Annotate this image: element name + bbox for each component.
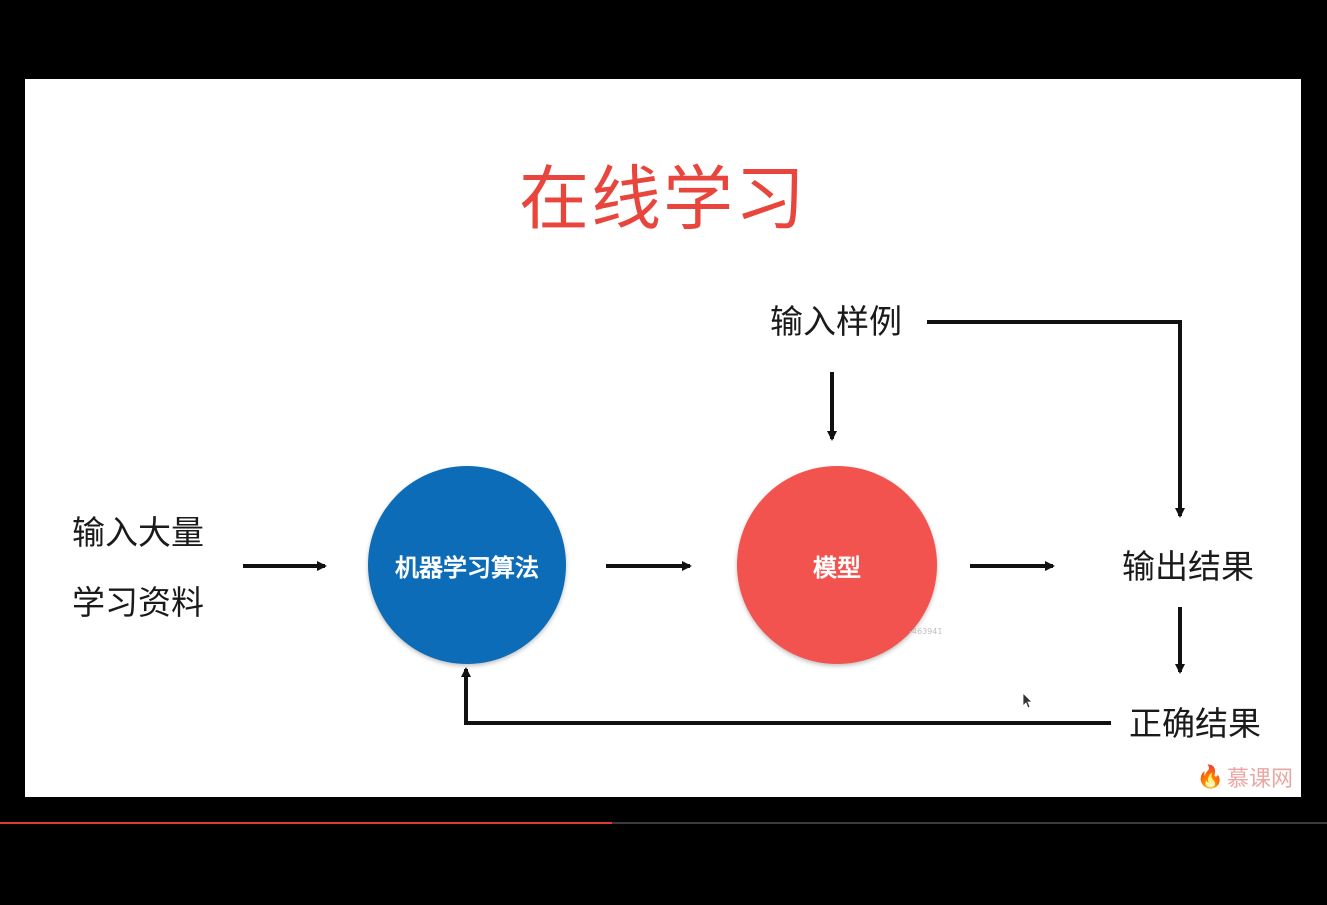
input-sample-label: 输入样例 (770, 302, 902, 341)
user-id-watermark: -463941 (909, 627, 943, 636)
brand-watermark-text: 慕课网 (1226, 767, 1293, 792)
arrow-correct-to-algorithm (461, 667, 1111, 725)
flame-logo-icon: 🔥 (1196, 764, 1224, 790)
input-bulk-line1: 输入大量 (72, 513, 204, 552)
mouse-cursor-icon (1023, 693, 1033, 709)
brand-watermark: 🔥 慕课网 (1197, 761, 1293, 793)
video-progress-fill (0, 822, 612, 824)
flow-arrows (243, 320, 1185, 725)
video-progress-bar[interactable] (0, 822, 1327, 824)
slide: 在线学习 输入大量 学习资料 输入样例 (25, 79, 1301, 797)
correct-result-label: 正确结果 (1129, 704, 1261, 743)
model-node: 模型 (737, 466, 937, 664)
algorithm-node-label: 机器学习算法 (395, 553, 539, 582)
algorithm-node: 机器学习算法 (368, 466, 566, 664)
input-bulk-line2: 学习资料 (72, 583, 204, 622)
model-node-label: 模型 (813, 553, 861, 582)
slide-title: 在线学习 (519, 158, 807, 240)
output-result-label: 输出结果 (1122, 547, 1254, 586)
arrow-sample-to-output (927, 320, 1185, 518)
